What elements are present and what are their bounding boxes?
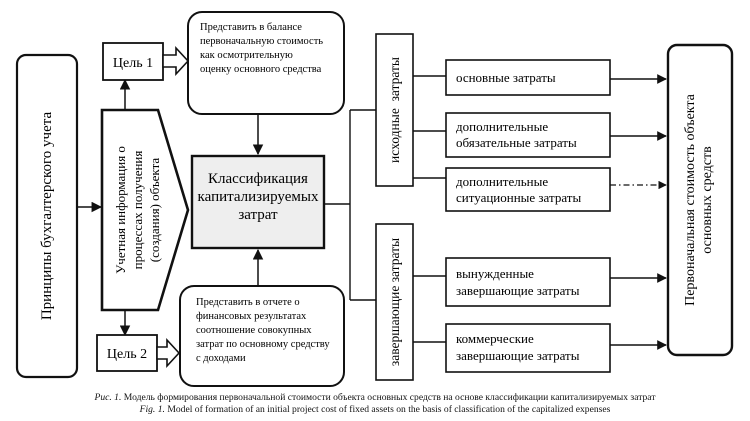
- result-line-1: Первоначальная стоимость объекта: [683, 93, 698, 306]
- classification-line-3: затрат: [238, 207, 278, 223]
- arrow-goal2-to-report: [156, 337, 181, 369]
- report-line-2: финансовых результатах: [196, 311, 307, 322]
- balance-line-1: Представить в балансе: [200, 22, 302, 33]
- report-line-1: Представить в отчете о: [196, 297, 300, 308]
- report-line-3: соотношение совокупных: [196, 325, 312, 336]
- figure-caption-ru: Рис. 1. Модель формирования первоначальн…: [0, 392, 750, 403]
- final-costs-label: завершающие затраты: [387, 238, 402, 366]
- accounting-info-line-2: процессах получения: [130, 151, 145, 270]
- cost-item-5-line-1: коммерческие: [456, 331, 534, 346]
- initial-costs-label: исходные затраты: [387, 57, 402, 163]
- cost-item-5: коммерческие завершающие затраты: [413, 323, 667, 373]
- classification-connector: [324, 109, 376, 301]
- cost-item-4: вынужденные завершающие затраты: [413, 257, 667, 307]
- cost-item-1-line-1: основные затраты: [456, 70, 556, 85]
- goal-2-label: Цель 2: [107, 347, 147, 362]
- classification-box: Классификация капитализируемых затрат: [190, 154, 326, 250]
- arrow-goal1-to-balance: [162, 45, 190, 77]
- cost-item-2: дополнительные обязательные затраты: [413, 112, 667, 158]
- cost-item-3-line-2: ситуационные затраты: [456, 190, 581, 205]
- result-line-2: основных средств: [700, 146, 715, 254]
- accounting-info-line-1: Учетная информация о: [113, 146, 128, 274]
- balance-line-2: первоначальную стоимость: [200, 36, 323, 47]
- goal-2-box: Цель 2: [96, 334, 158, 372]
- income-statement-box: Представить в отчете о финансовых резуль…: [179, 285, 345, 387]
- report-line-4: затрат по основному средству: [196, 339, 330, 350]
- cost-item-3: дополнительные ситуационные затраты: [413, 167, 667, 212]
- classification-line-1: Классификация: [208, 171, 308, 187]
- initial-costs-group: исходные затраты: [375, 33, 414, 187]
- principles-box: Принципы бухгалтерского учета: [15, 53, 79, 379]
- balance-sheet-box: Представить в балансе первоначальную сто…: [187, 11, 345, 115]
- caption-ru-label: Рис. 1.: [94, 392, 122, 403]
- cost-item-2-line-2: обязательные затраты: [456, 135, 577, 150]
- cost-item-4-line-1: вынужденные: [456, 266, 534, 281]
- goal-1-box: Цель 1: [102, 42, 164, 81]
- classification-line-2: капитализируемых: [198, 189, 319, 205]
- cost-item-5-line-2: завершающие затраты: [456, 348, 580, 363]
- cost-item-1: основные затраты: [413, 59, 667, 96]
- cost-item-2-line-1: дополнительные: [456, 119, 548, 134]
- balance-line-3: как осмотрительную: [200, 50, 293, 61]
- initial-cost-result-box: Первоначальная стоимость объекта основны…: [666, 43, 734, 357]
- accounting-info-block: Учетная информация о процессах получения…: [100, 108, 190, 312]
- caption-ru-text: Модель формирования первоначальной стоим…: [123, 392, 656, 403]
- balance-line-4: оценку основного средства: [200, 64, 322, 75]
- accounting-info-line-3: (создания) объекта: [147, 158, 162, 263]
- report-line-5: с доходами: [196, 353, 246, 364]
- figure-caption-en: Fig. 1. Model of formation of an initial…: [0, 404, 750, 415]
- caption-en-text: Model of formation of an initial project…: [167, 404, 611, 415]
- principles-label: Принципы бухгалтерского учета: [39, 112, 55, 321]
- caption-en-label: Fig. 1.: [139, 404, 165, 415]
- cost-item-3-line-1: дополнительные: [456, 174, 548, 189]
- goal-1-label: Цель 1: [113, 56, 153, 71]
- final-costs-group: завершающие затраты: [375, 223, 414, 381]
- cost-item-4-line-2: завершающие затраты: [456, 283, 580, 298]
